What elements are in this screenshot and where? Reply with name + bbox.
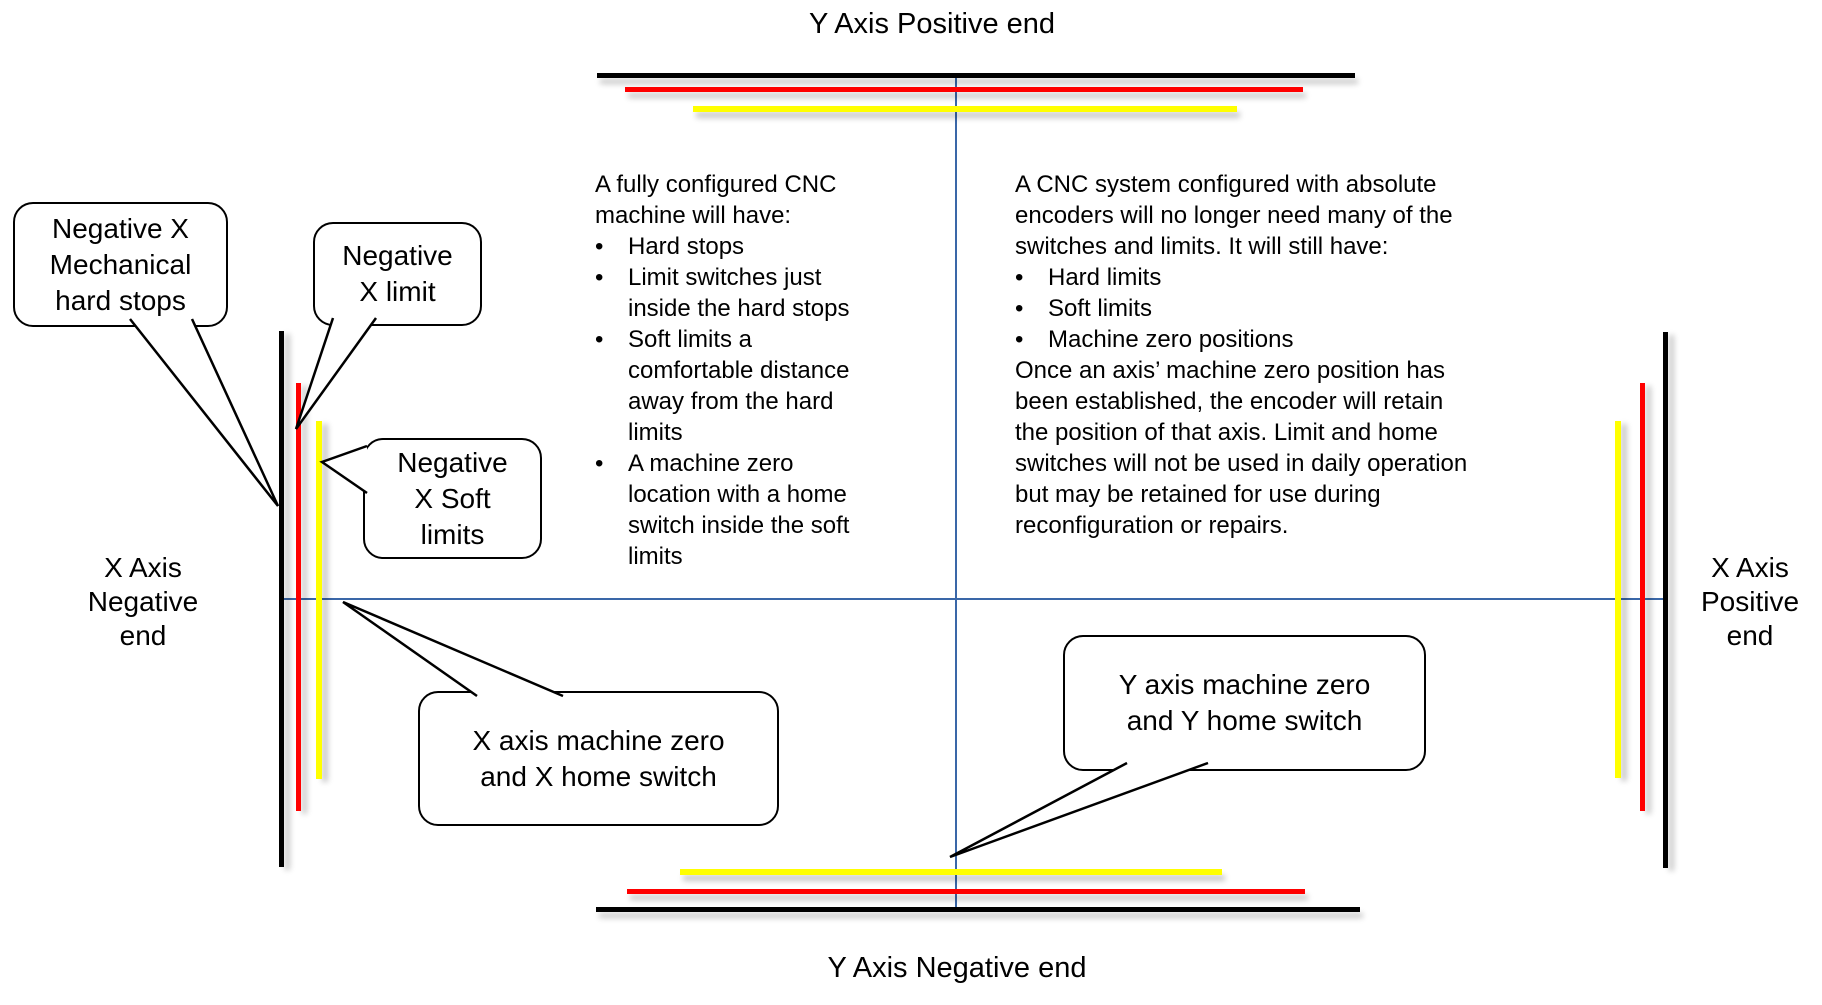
soft-limit-line-top <box>693 106 1237 112</box>
tail-negative-x-mechanical-hard-stops <box>129 318 280 507</box>
hard-stop-line-top <box>597 73 1355 78</box>
limit-switch-line-top <box>625 87 1303 92</box>
hard-stop-line-left <box>279 331 284 867</box>
limit-switch-line-bottom <box>627 889 1305 894</box>
limit-switch-line-left <box>296 383 301 811</box>
list-item-text: Hard stops <box>628 233 745 260</box>
bullet-marker: • <box>595 264 604 291</box>
list-item-text: Soft limits <box>1048 295 1153 322</box>
list-item: • Machine zero positions <box>1015 324 1495 355</box>
bullet-marker: • <box>595 450 604 477</box>
tail-negative-x-limit <box>294 317 378 430</box>
list-item: • Hard limits <box>1015 262 1495 293</box>
hard-stop-line-right <box>1663 332 1668 868</box>
x-axis-line <box>282 598 1666 600</box>
soft-limit-line-right <box>1615 421 1621 778</box>
bullet-marker: • <box>1015 295 1024 322</box>
tail-x-axis-machine-zero <box>342 600 564 698</box>
bullet-marker: • <box>1015 264 1024 291</box>
soft-limit-line-bottom <box>680 869 1222 875</box>
soft-limit-line-left <box>316 421 322 779</box>
bullet-marker: • <box>595 326 604 353</box>
limit-switch-line-right <box>1640 383 1645 811</box>
hard-stop-line-bottom <box>596 907 1360 912</box>
y-axis-line <box>955 75 957 910</box>
list-item-text: Machine zero positions <box>1048 326 1294 353</box>
bullet-marker: • <box>1015 326 1024 353</box>
y-axis-negative-label: Y Axis Negative end <box>827 952 1087 984</box>
y-axis-positive-label: Y Axis Positive end <box>808 8 1056 40</box>
list-item: • Hard stops <box>595 231 925 262</box>
bullet-marker: • <box>595 233 604 260</box>
tail-y-axis-machine-zero <box>949 761 1209 859</box>
list-item-text: Hard limits <box>1048 264 1162 291</box>
list-item: • Soft limits <box>1015 293 1495 324</box>
tail-negative-x-soft-limits <box>319 444 368 495</box>
